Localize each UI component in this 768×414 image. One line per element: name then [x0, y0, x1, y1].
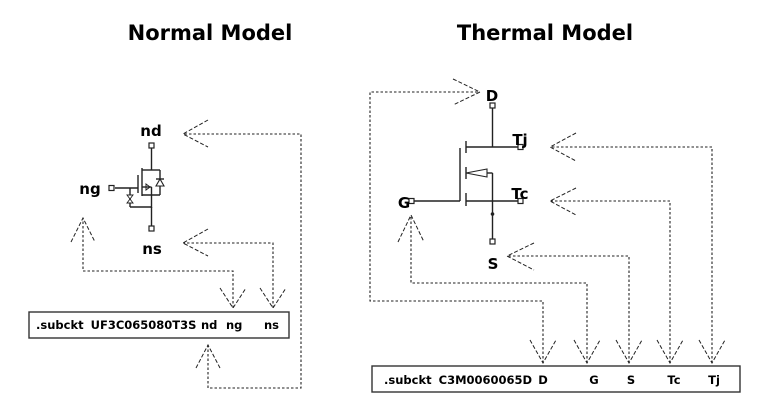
- subckt-port-tc: Tc: [667, 373, 680, 387]
- tj-connector: [550, 146, 713, 363]
- box-ns-arrowhead-icon: [259, 287, 287, 309]
- ns-arrowhead-icon: [181, 228, 209, 257]
- s-arrowhead-icon: [505, 242, 535, 271]
- box-tc-arrowhead-icon: [656, 339, 684, 365]
- svg-text:.subckt UF3C065080T3S: .subckt UF3C065080T3S: [36, 318, 196, 332]
- ns-connector: [183, 242, 274, 308]
- pin-label-tc: Tc: [511, 185, 528, 203]
- tc-arrowhead-icon: [548, 187, 577, 216]
- pin-label-ns: ns: [142, 240, 162, 258]
- normal-model: Normal Model nd: [28, 21, 302, 389]
- ng-connector: [82, 218, 234, 308]
- box-g-arrowhead-icon: [573, 339, 601, 365]
- nd-connector: [183, 133, 302, 389]
- pin-label-d: D: [486, 87, 498, 105]
- mosfet-symbol-thermal: [408, 102, 524, 245]
- source-terminal: [489, 238, 496, 245]
- subckt-keyword: .subckt: [384, 373, 432, 387]
- gate-terminal: [108, 184, 115, 192]
- mosfet-symbol-normal: [108, 142, 165, 232]
- thermal-model-title: Thermal Model: [457, 21, 633, 45]
- subckt-name: C3M0060065D: [439, 373, 532, 387]
- thermal-connection-arrows: [369, 78, 726, 365]
- subckt-port-tj: Tj: [708, 373, 720, 387]
- normal-connection-arrows: [70, 119, 302, 389]
- tj-arrowhead-icon: [548, 132, 577, 162]
- tc-terminal: [517, 197, 524, 205]
- pin-label-tj: Tj: [512, 131, 527, 149]
- body-diode-icon: [155, 177, 165, 187]
- subckt-port-d: D: [538, 373, 548, 387]
- pin-label-ng: ng: [79, 180, 100, 198]
- box-s-arrowhead-icon: [615, 339, 643, 365]
- box-ng-arrowhead-icon: [219, 287, 247, 309]
- subckt-port-ns: ns: [264, 318, 279, 332]
- subckt-port-ng: ng: [226, 318, 242, 332]
- source-terminal: [148, 225, 155, 232]
- drain-terminal: [148, 142, 155, 149]
- pin-label-nd: nd: [140, 122, 161, 140]
- svg-text:.subckt C3M0060065D: .subckt C3M0060065D: [384, 373, 532, 387]
- gate-terminal: [408, 197, 415, 205]
- thermal-model: Thermal Model D G S Tj Tc: [369, 21, 741, 393]
- ng-arrowhead-icon: [70, 216, 96, 243]
- d-arrowhead-icon: [452, 78, 482, 106]
- subckt-box-thermal: .subckt C3M0060065D D G S Tc Tj: [371, 365, 741, 393]
- pin-label-g: G: [398, 194, 410, 212]
- g-arrowhead-icon: [397, 213, 425, 243]
- normal-model-title: Normal Model: [128, 21, 293, 45]
- s-connector: [507, 255, 630, 363]
- nd-arrowhead-icon: [181, 119, 209, 148]
- subckt-keyword: .subckt: [36, 318, 84, 332]
- g-connector: [410, 215, 588, 363]
- d-connector: [369, 91, 544, 363]
- subckt-box-normal: .subckt UF3C065080T3S nd ng ns: [28, 311, 290, 339]
- subckt-port-nd: nd: [201, 318, 217, 332]
- box-d-arrowhead-icon: [529, 339, 557, 365]
- subckt-name: UF3C065080T3S: [91, 318, 197, 332]
- subckt-port-g: G: [589, 373, 598, 387]
- box-tj-arrowhead-icon: [698, 339, 726, 365]
- box-nd-arrowhead-icon: [195, 343, 221, 369]
- channel-arrow-icon: [465, 168, 488, 178]
- subckt-port-s: S: [627, 373, 635, 387]
- tc-connector: [550, 200, 671, 363]
- pin-label-s: S: [488, 255, 499, 273]
- tj-terminal: [517, 143, 524, 151]
